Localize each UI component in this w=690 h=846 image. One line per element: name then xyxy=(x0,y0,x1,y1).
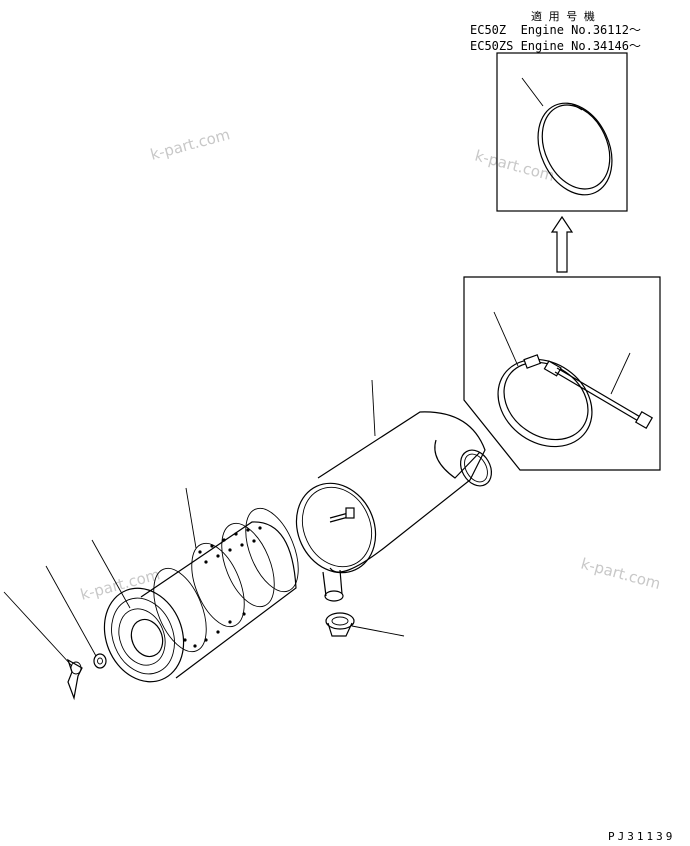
clamp-band xyxy=(497,354,593,448)
watermark-3: k-part.com xyxy=(78,565,162,604)
wing-nut xyxy=(66,658,83,701)
watermark-1: k-part.com xyxy=(148,125,232,164)
air-cleaner-stud xyxy=(329,507,355,523)
leader-filter xyxy=(185,487,197,549)
band-ring xyxy=(537,102,613,196)
drawing-code: PJ31139 xyxy=(608,830,675,843)
leader-element-seal xyxy=(91,539,131,609)
applicable-row-ec50zs: EC50ZS Engine No.34146～ xyxy=(470,39,641,53)
filter-element xyxy=(103,487,299,683)
leader-clamp-band xyxy=(493,311,519,367)
air-cleaner-body xyxy=(295,379,493,602)
leader-body xyxy=(371,379,376,437)
watermark-4: k-part.com xyxy=(579,554,663,593)
applicable-header: 適 用 号 機 xyxy=(531,9,595,23)
leader-clamp-bolt xyxy=(610,352,631,395)
leader-washer xyxy=(45,565,97,657)
air-cleaner-inlet xyxy=(434,439,493,487)
air-cleaner-outlet xyxy=(322,569,344,602)
leader-wing-nut xyxy=(3,591,73,667)
detail-box-ring xyxy=(496,52,628,212)
leader-ring xyxy=(521,77,544,107)
detail-box-clamp xyxy=(463,276,661,471)
washer xyxy=(93,653,107,669)
leader-evacuator xyxy=(351,625,405,637)
evacuator-valve xyxy=(325,612,405,637)
applicable-row-ec50z: EC50Z Engine No.36112～ xyxy=(470,23,641,37)
up-arrow-icon xyxy=(550,215,574,273)
filter-perforations xyxy=(183,526,262,648)
clamp-bolt xyxy=(554,367,654,430)
watermark-2: k-part.com xyxy=(473,146,557,185)
